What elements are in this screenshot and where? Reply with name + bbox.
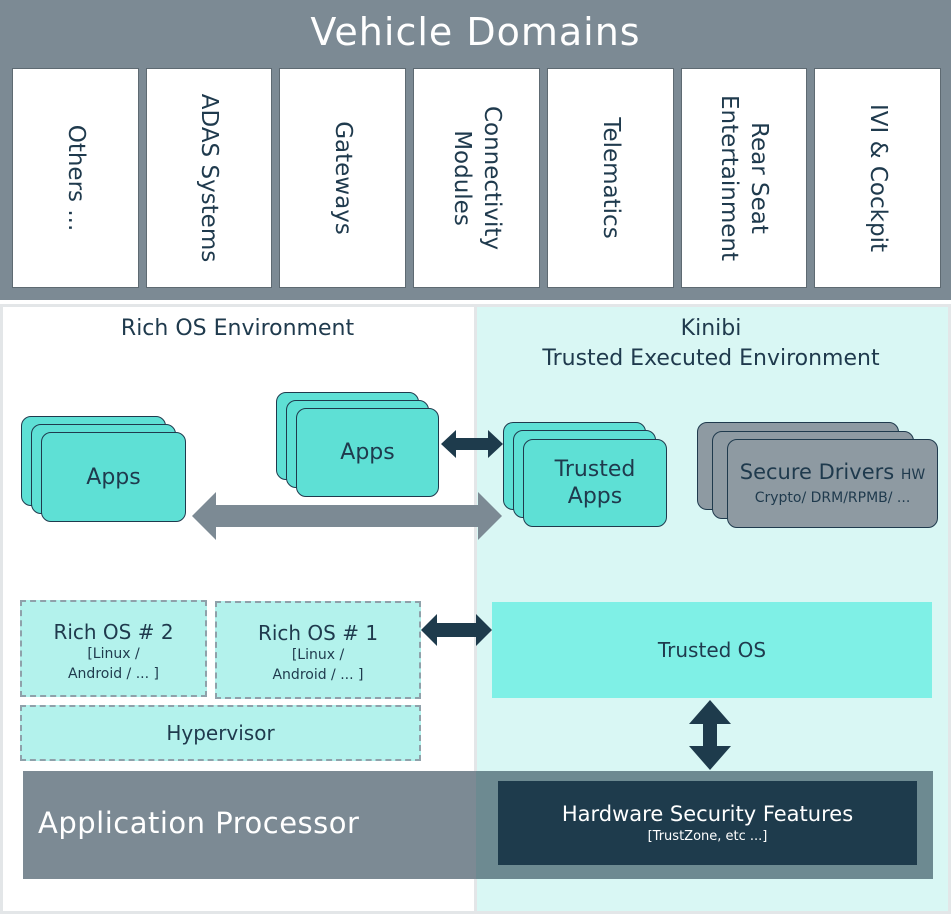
grey-double-arrow xyxy=(192,492,502,540)
domain-adas: ADAS Systems xyxy=(146,68,272,288)
application-processor-label: Application Processor xyxy=(38,806,360,840)
trusted-apps-label: Trusted Apps xyxy=(554,457,636,509)
apps-center-card: Apps xyxy=(296,408,439,497)
rich-os-1-title: Rich OS # 1 xyxy=(257,621,379,645)
vehicle-domains-title: Vehicle Domains xyxy=(310,10,641,54)
apps-left-label: Apps xyxy=(86,464,141,490)
secure-drivers-sub: Crypto/ DRM/RPMB/ ... xyxy=(754,490,911,506)
apps-tee-double-arrow xyxy=(441,430,503,458)
rich-os-2-title: Rich OS # 2 xyxy=(53,620,174,644)
domain-connectivity: Connectivity Modules xyxy=(413,68,540,288)
rich-os-2-box: Rich OS # 2 [Linux / Android / ... ] xyxy=(20,600,207,697)
hypervisor-box: Hypervisor xyxy=(20,705,421,761)
hardware-security-sub: [TrustZone, etc ...] xyxy=(647,829,768,844)
domain-telematics: Telematics xyxy=(547,68,674,288)
richos-trustedos-double-arrow xyxy=(421,614,492,646)
apps-left-card: Apps xyxy=(41,432,186,522)
domain-gateways: Gateways xyxy=(279,68,406,288)
hardware-security-box: Hardware Security Features [TrustZone, e… xyxy=(498,781,917,865)
secure-drivers-card: Secure Drivers HW Crypto/ DRM/RPMB/ ... xyxy=(727,439,938,528)
domain-others: Others ... xyxy=(12,68,139,288)
hardware-security-title: Hardware Security Features xyxy=(561,802,854,826)
rich-os-env-title: Rich OS Environment xyxy=(120,316,355,341)
rich-os-1-box: Rich OS # 1 [Linux / Android / ... ] xyxy=(215,601,421,699)
trusted-os-label: Trusted OS xyxy=(657,638,767,662)
rich-os-2-sub: [Linux / Android / ... ] xyxy=(67,646,159,682)
domain-ivi: IVI & Cockpit xyxy=(814,68,941,288)
domain-rear-seat: Rear Seat Entertainment xyxy=(681,68,807,288)
apps-center-label: Apps xyxy=(340,440,395,465)
trusted-os-box: Trusted OS xyxy=(492,602,932,698)
secure-drivers-title: Secure Drivers xyxy=(739,460,895,484)
hypervisor-label: Hypervisor xyxy=(166,721,275,745)
rich-os-1-sub: [Linux / Android / ... ] xyxy=(272,647,364,683)
tee-title: Kinibi Trusted Executed Environment xyxy=(542,316,880,371)
trustedos-hw-double-arrow xyxy=(689,700,731,770)
region-divider xyxy=(474,307,477,911)
trusted-apps-card: Trusted Apps xyxy=(523,439,667,527)
secure-drivers-badge: HW xyxy=(900,467,926,483)
